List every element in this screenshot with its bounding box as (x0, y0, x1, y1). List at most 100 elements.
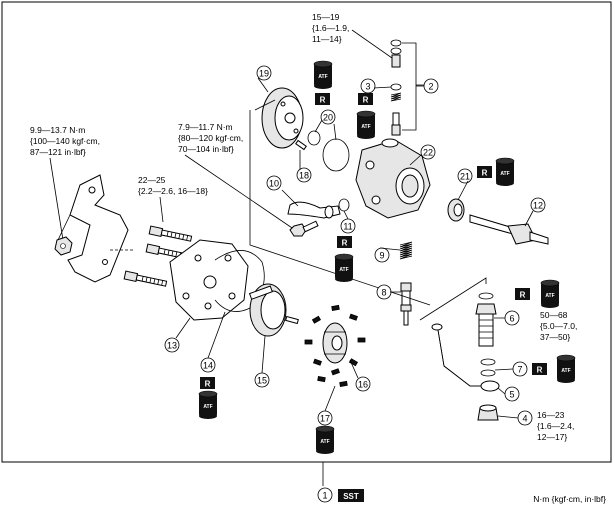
svg-text:R: R (320, 96, 326, 105)
vanes (304, 304, 366, 387)
sst-marker: SST (338, 489, 364, 502)
mounting-bracket (57, 174, 135, 283)
atf-can: ATF (313, 60, 333, 90)
atf-can: ATF (315, 425, 335, 455)
outlet-fitting (475, 292, 497, 347)
svg-text:14: 14 (203, 361, 213, 371)
diagram-frame (1, 1, 612, 463)
svg-text:22: 22 (423, 148, 433, 158)
svg-text:ATF: ATF (318, 74, 327, 80)
atf-can: ATF (556, 354, 576, 384)
cam-ring (248, 283, 287, 337)
svg-text:4: 4 (522, 414, 527, 424)
suction-pipe (287, 201, 341, 219)
o-rings-front (307, 130, 350, 172)
callout-17: 17 (317, 410, 333, 426)
torque-bolts: 22—25 {2.2—2.6, 16—18} (138, 175, 208, 196)
svg-text:3: 3 (365, 82, 370, 92)
atf-can: ATF (334, 253, 354, 283)
pipe-o-ring (338, 198, 350, 212)
svg-text:ATF: ATF (320, 439, 329, 445)
svg-text:10: 10 (269, 179, 279, 189)
torque-hose: 7.9—11.7 N·m {80—120 kgf·cm, 70—104 in·l… (178, 122, 246, 154)
torque-top: 15—19 {1.6—1.9, 11—14} (312, 12, 352, 44)
callout-18: 18 (296, 167, 312, 183)
callout-11: 11 (340, 218, 356, 234)
callout-7: 7 (512, 361, 528, 377)
callout-4: 4 (517, 410, 533, 426)
replace-marker: R (200, 377, 215, 389)
replace-marker: R (477, 166, 492, 178)
svg-text:R: R (205, 380, 211, 389)
control-valve-spring (399, 241, 413, 260)
svg-text:ATF: ATF (339, 267, 348, 273)
svg-text:ATF: ATF (545, 293, 554, 299)
svg-text:20: 20 (323, 113, 333, 123)
pipe-washers (480, 358, 500, 392)
callout-2: 2 (423, 78, 439, 94)
control-valve (400, 282, 412, 326)
callout-21: 21 (457, 168, 473, 184)
svg-text:8: 8 (381, 288, 386, 298)
atf-can: ATF (198, 390, 218, 420)
replace-marker: R (358, 93, 373, 105)
pressure-plate (261, 87, 304, 149)
pipe-bolt (289, 220, 319, 237)
svg-text:ATF: ATF (361, 124, 370, 130)
svg-text:21: 21 (460, 172, 470, 182)
union-bolt (477, 404, 499, 421)
callout-13: 13 (164, 337, 180, 353)
svg-text:ATF: ATF (203, 404, 212, 410)
relief-valve-parts (390, 39, 424, 136)
svg-text:18: 18 (299, 171, 309, 181)
callout-5: 5 (504, 386, 520, 402)
svg-text:6: 6 (509, 314, 514, 324)
svg-text:R: R (342, 239, 348, 248)
torque-fitting: 50—68 {5.0—7.0, 37—50} (540, 310, 580, 342)
callout-3: 3 (360, 78, 376, 94)
callout-9: 9 (374, 247, 390, 263)
svg-text:R: R (482, 169, 488, 178)
pump-body (355, 138, 431, 219)
callout-8: 8 (376, 284, 392, 300)
svg-text:ATF: ATF (561, 368, 570, 374)
svg-text:13: 13 (167, 341, 177, 351)
svg-text:19: 19 (259, 69, 269, 79)
callout-12: 12 (530, 197, 546, 213)
svg-text:11: 11 (343, 222, 352, 232)
callout-19: 19 (256, 65, 272, 81)
replace-marker: R (315, 93, 330, 105)
svg-text:7: 7 (517, 365, 522, 375)
callout-20: 20 (320, 109, 336, 125)
atf-can: ATF (495, 157, 515, 187)
atf-can: ATF (540, 279, 560, 309)
svg-text:1: 1 (322, 491, 327, 501)
callout-6: 6 (504, 310, 520, 326)
replace-marker: R (515, 288, 530, 300)
dowel-pin (285, 315, 299, 325)
rotor (322, 322, 348, 364)
replace-marker: R (532, 363, 547, 375)
mounting-bolts (123, 225, 193, 287)
svg-text:ATF: ATF (500, 171, 509, 177)
callout-16: 16 (355, 376, 371, 392)
svg-text:15: 15 (257, 376, 267, 386)
units-note: N·m {kgf·cm, in·lbf} (533, 494, 606, 504)
callout-15: 15 (254, 372, 270, 388)
atf-can: ATF (356, 110, 376, 140)
svg-text:16: 16 (358, 380, 368, 390)
bracket-nut (54, 236, 73, 256)
replace-marker: R (337, 236, 352, 248)
pressure-pipe (431, 323, 488, 387)
svg-text:SST: SST (343, 492, 359, 501)
svg-text:R: R (520, 291, 526, 300)
torque-left: 9.9—13.7 N·m {100—140 kgf·cm, 87—121 in·… (30, 125, 102, 157)
callout-14: 14 (200, 357, 216, 373)
svg-text:R: R (537, 366, 543, 375)
svg-text:R: R (363, 96, 369, 105)
plate-pin (295, 139, 307, 151)
rear-cover (169, 239, 249, 321)
callout-1: 1 (317, 487, 333, 503)
callout-22: 22 (420, 144, 436, 160)
